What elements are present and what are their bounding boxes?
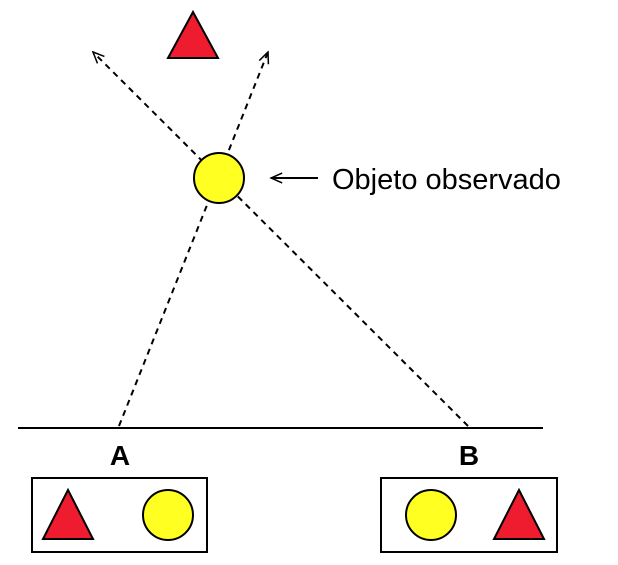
point-label-b: B [459, 440, 479, 471]
annotation-label: Objeto observado [332, 164, 561, 196]
sight-line-a [118, 52, 268, 427]
point-label-a: A [110, 440, 130, 471]
view-a-triangle-icon [41, 487, 95, 540]
view-box-a [31, 477, 208, 553]
view-b-circle-icon [405, 489, 457, 541]
observed-object-circle-icon [193, 152, 245, 204]
view-a-circle-icon [142, 489, 194, 541]
distant-triangle-icon [166, 9, 220, 59]
view-b-triangle-icon [492, 487, 546, 540]
view-box-b [380, 477, 558, 553]
sight-line-b [93, 52, 469, 427]
